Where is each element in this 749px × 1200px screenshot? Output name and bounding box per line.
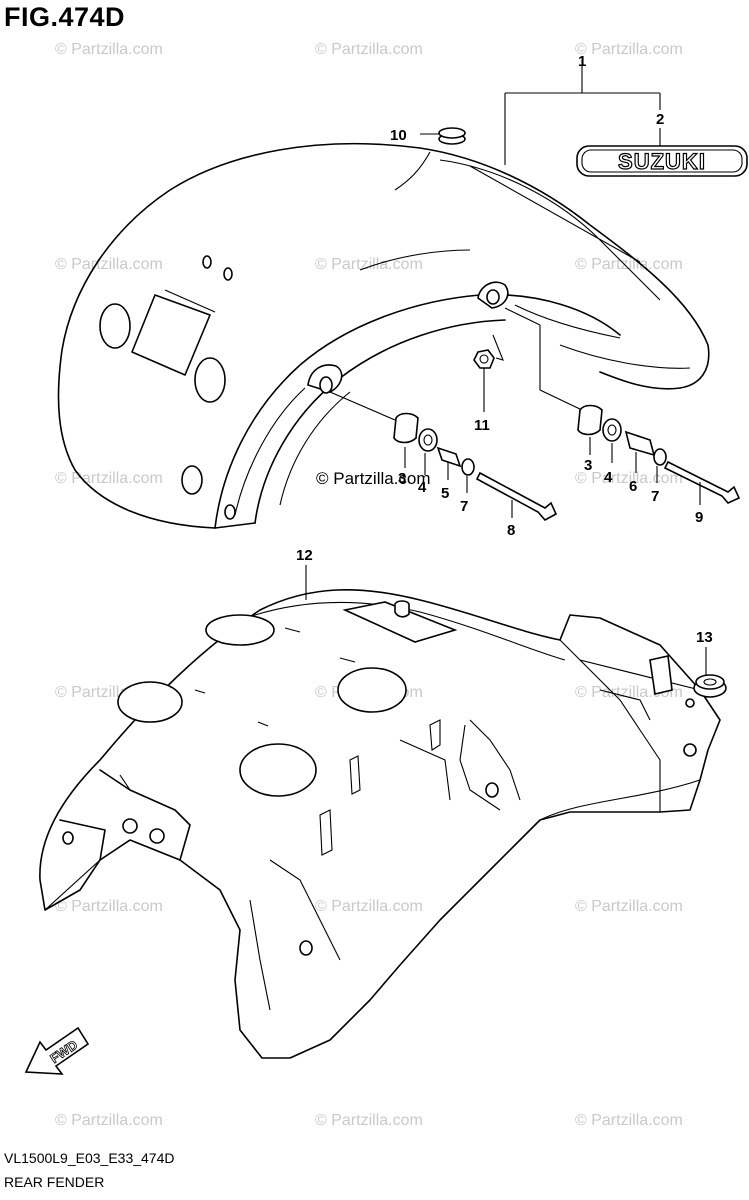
washer-part-4 bbox=[418, 428, 438, 452]
suzuki-emblem: SUZUKI bbox=[576, 145, 748, 177]
emblem-text: SUZUKI bbox=[618, 149, 706, 174]
mount-hole bbox=[319, 376, 333, 394]
callout-7-right: 7 bbox=[651, 488, 659, 505]
collar-part-5 bbox=[436, 446, 462, 468]
grommet-part-3 bbox=[577, 404, 603, 436]
fender-raised-pad bbox=[342, 601, 458, 643]
callout-3-right: 3 bbox=[584, 457, 592, 474]
callout-4-right: 4 bbox=[604, 469, 613, 486]
callout-5: 5 bbox=[441, 485, 449, 502]
fender-pocket bbox=[337, 667, 407, 713]
plate-hole bbox=[683, 743, 697, 757]
watermark-text: © Partzilla.com bbox=[575, 1112, 683, 1129]
hardware-stack-right bbox=[504, 307, 741, 504]
fender-hole bbox=[181, 465, 203, 495]
watermark-text: © Partzilla.com bbox=[55, 898, 163, 915]
callout-4-left: 4 bbox=[418, 479, 427, 496]
callout-10: 10 bbox=[390, 127, 407, 144]
fender-slot bbox=[429, 719, 441, 751]
upper-fender-drawing bbox=[57, 142, 710, 529]
watermark-text: © Partzilla.com bbox=[315, 1112, 423, 1129]
mount-hole bbox=[486, 289, 500, 305]
watermark-text: © Partzilla.com bbox=[575, 470, 683, 487]
callout-6: 6 bbox=[629, 478, 637, 495]
washer-part-7 bbox=[461, 458, 475, 476]
figure-title: FIG.474D bbox=[4, 2, 126, 32]
grommet-part-13 bbox=[693, 674, 727, 698]
watermark-text: © Partzilla.com bbox=[55, 41, 163, 58]
watermark-text: © Partzilla.com bbox=[575, 41, 683, 58]
fender-hole bbox=[202, 255, 212, 269]
watermark-center-text: © Partzilla.com bbox=[316, 469, 431, 488]
plate-hole bbox=[122, 818, 138, 834]
plate-hole bbox=[149, 828, 165, 844]
callout-7-left: 7 bbox=[460, 498, 468, 515]
fender-pocket bbox=[205, 614, 275, 646]
watermark-text: © Partzilla.com bbox=[55, 1112, 163, 1129]
callout-3-left: 3 bbox=[398, 470, 406, 487]
rear-bracket bbox=[649, 655, 673, 695]
fender-hole bbox=[223, 267, 233, 281]
grommet-part-3 bbox=[393, 412, 419, 444]
watermark-text: © Partzilla.com bbox=[55, 470, 163, 487]
plate-hole bbox=[485, 782, 499, 798]
watermark-text: © Partzilla.com bbox=[315, 256, 423, 273]
plate-hole bbox=[62, 831, 74, 845]
callout-12: 12 bbox=[296, 547, 313, 564]
fwd-arrow-icon: FWD bbox=[24, 1026, 90, 1075]
callout-2: 2 bbox=[656, 111, 664, 128]
callout-9: 9 bbox=[695, 509, 703, 526]
assembly-bracket bbox=[504, 60, 661, 165]
collar-part-6 bbox=[624, 430, 656, 457]
leader-lines bbox=[305, 368, 707, 676]
figure-code: VL1500L9_E03_E33_474D bbox=[4, 1150, 175, 1166]
plate-hole bbox=[299, 940, 313, 956]
plate-hole bbox=[685, 698, 695, 708]
bolt-part-9 bbox=[663, 460, 741, 504]
washer-part-4 bbox=[602, 418, 622, 442]
fender-slot bbox=[319, 809, 333, 856]
fender-recess bbox=[131, 294, 211, 376]
watermark-text: © Partzilla.com bbox=[55, 256, 163, 273]
clip-part-10 bbox=[420, 127, 466, 145]
mount-stud bbox=[394, 600, 410, 618]
fender-hole bbox=[99, 303, 131, 349]
fender-marks bbox=[194, 627, 356, 727]
nut-leader bbox=[492, 334, 504, 361]
callout-labels: 1 2 3 3 4 4 5 6 7 7 8 9 10 11 12 13 bbox=[296, 53, 713, 646]
callout-1: 1 bbox=[578, 53, 586, 70]
callout-8: 8 bbox=[507, 522, 515, 539]
nut-part-11 bbox=[473, 349, 495, 369]
figure-name: REAR FENDER bbox=[4, 1174, 105, 1190]
callout-11: 11 bbox=[474, 417, 490, 434]
fender-pocket bbox=[239, 743, 317, 797]
hardware-stack-left bbox=[329, 391, 558, 522]
lower-fender-drawing bbox=[39, 588, 721, 1059]
mount-hole bbox=[224, 504, 236, 520]
bolt-part-8 bbox=[475, 471, 558, 522]
washer-part-7 bbox=[653, 448, 667, 466]
watermark-grid: © Partzilla.com © Partzilla.com © Partzi… bbox=[55, 41, 683, 1129]
fender-pocket bbox=[117, 681, 183, 723]
watermark-text: © Partzilla.com bbox=[315, 41, 423, 58]
watermark-text: © Partzilla.com bbox=[575, 256, 683, 273]
watermark-text: © Partzilla.com bbox=[315, 898, 423, 915]
callout-13: 13 bbox=[696, 629, 713, 646]
watermark-text: © Partzilla.com bbox=[575, 898, 683, 915]
fender-hole bbox=[194, 357, 226, 403]
fender-slot bbox=[349, 755, 361, 795]
